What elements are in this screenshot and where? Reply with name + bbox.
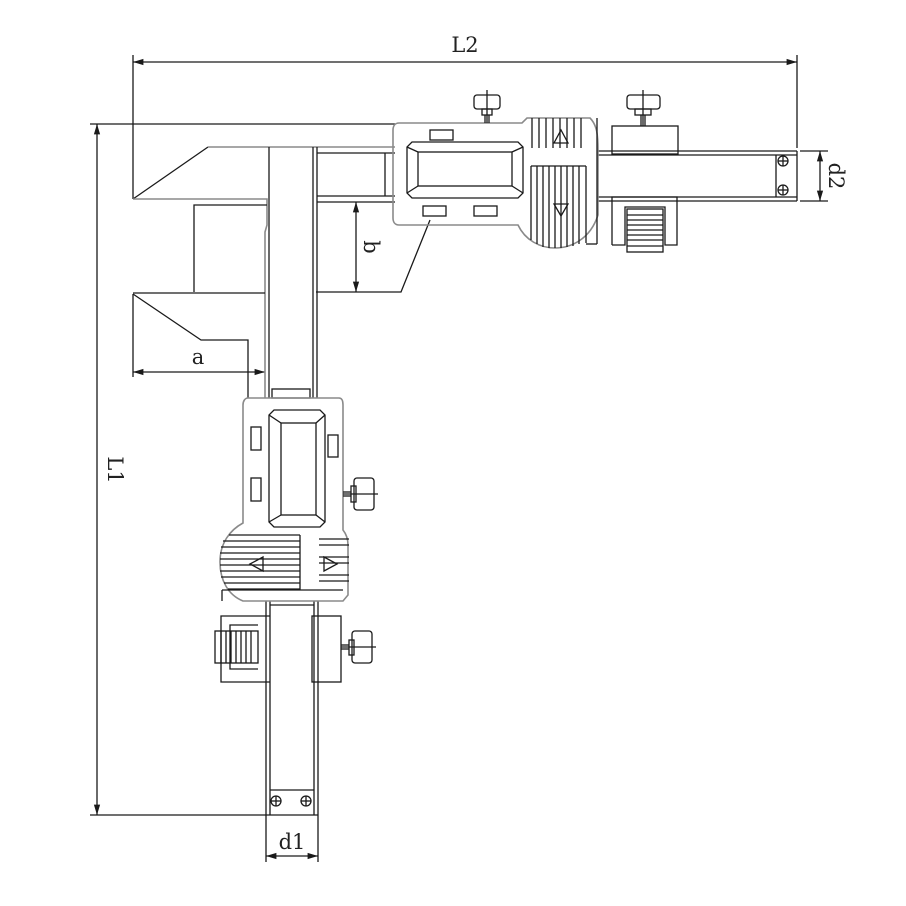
button[interactable] xyxy=(250,426,262,451)
button[interactable] xyxy=(327,434,339,458)
lcd-screen xyxy=(268,409,326,528)
screw-icon xyxy=(777,184,789,196)
arrow-down-icon xyxy=(552,203,570,218)
bottom-display-unit xyxy=(219,397,378,602)
label-d1: d1 xyxy=(279,830,306,854)
thumb-knob-icon[interactable] xyxy=(626,90,661,126)
label-a: a xyxy=(192,345,205,369)
button[interactable] xyxy=(422,205,447,217)
horizontal-beam xyxy=(317,150,798,203)
top-clamp-block xyxy=(611,90,679,155)
label-L1: L1 xyxy=(103,456,127,483)
jaws xyxy=(132,124,431,398)
button[interactable] xyxy=(473,205,498,217)
bottom-fine-adjust-clamp[interactable] xyxy=(214,615,270,683)
dimension-d1: d1 xyxy=(265,815,319,862)
knurled-wheel[interactable] xyxy=(530,118,587,248)
arrow-right-icon xyxy=(323,555,339,573)
thumb-knob-icon[interactable] xyxy=(341,630,376,664)
lcd-screen xyxy=(406,141,524,199)
thumb-knob-icon[interactable] xyxy=(343,477,378,511)
top-display-unit xyxy=(392,90,599,249)
dimension-a: a xyxy=(132,294,265,377)
screw-icon xyxy=(777,155,789,167)
button[interactable] xyxy=(429,129,454,141)
screw-icon xyxy=(300,795,312,807)
thumb-knob-icon[interactable] xyxy=(473,90,501,123)
arrow-up-icon xyxy=(552,128,570,144)
dimension-L2: L2 xyxy=(132,33,798,148)
vertical-beam xyxy=(265,147,319,816)
bottom-clamp-block xyxy=(311,615,376,683)
screw-icon xyxy=(270,795,282,807)
arrow-left-icon xyxy=(248,555,264,573)
button[interactable] xyxy=(250,477,262,502)
knurled-wheel[interactable] xyxy=(220,534,349,601)
dimension-L1: L1 xyxy=(90,123,395,816)
dimension-b: b xyxy=(352,201,383,292)
label-d2: d2 xyxy=(824,163,848,190)
label-L2: L2 xyxy=(451,33,478,57)
dimension-d2: d2 xyxy=(800,150,848,202)
top-fine-adjust-clamp[interactable] xyxy=(611,196,678,253)
label-b: b xyxy=(359,240,383,253)
